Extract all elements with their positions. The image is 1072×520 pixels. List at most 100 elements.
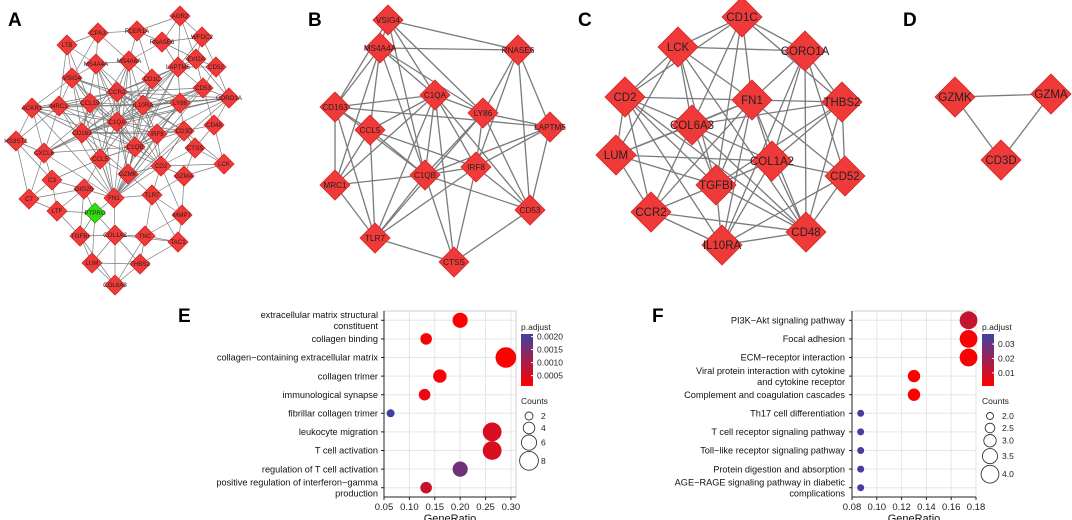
node-a-c1qb[interactable]: C1QB — [124, 136, 146, 158]
node-a-lum[interactable]: LUM — [81, 252, 103, 274]
node-a-mrc1[interactable]: MRC1 — [48, 95, 70, 117]
node-b-tlr7[interactable]: TLR7 — [359, 222, 391, 254]
node-b-rnase6[interactable]: RNASE6 — [502, 34, 535, 66]
dot-f-3[interactable] — [907, 369, 921, 383]
node-c-col6a3[interactable]: COL6A3 — [670, 104, 714, 146]
node-b-c1qb[interactable]: C1QB — [409, 159, 441, 191]
node-a-ly86[interactable]: LY86 — [169, 92, 191, 114]
node-c-coro1a[interactable]: CORO1A — [781, 30, 830, 72]
node-a-c1qa[interactable]: C1QA — [106, 111, 128, 133]
node-a-laptm5[interactable]: LAPTM5 — [166, 56, 191, 78]
node-a-ltb[interactable]: LTB — [56, 34, 78, 56]
node-a-c7[interactable]: C7 — [18, 188, 40, 210]
node-b-ms4a4a[interactable]: MS4A4A — [364, 32, 397, 64]
node-a-cd53[interactable]: CD53 — [192, 77, 214, 99]
node-a-agr2[interactable]: AGR2 — [169, 5, 191, 27]
dot-f-2[interactable] — [959, 348, 978, 367]
node-a-gzmk[interactable]: GZMK — [117, 163, 139, 185]
node-c-col1a2[interactable]: COL1A2 — [750, 140, 794, 182]
node-a-ackr1[interactable]: ACKR1 — [21, 97, 43, 119]
node-c-thbs2[interactable]: THBS2 — [821, 81, 863, 123]
dot-f-1[interactable] — [959, 330, 978, 348]
dot-e-2[interactable] — [495, 347, 517, 368]
node-c-cd48[interactable]: CD48 — [785, 211, 827, 253]
node-b-ctss[interactable]: CTSS — [438, 246, 470, 278]
node-a-coro1a[interactable]: CORO1A — [216, 87, 243, 109]
node-a-ltf[interactable]: LTF — [46, 200, 68, 222]
dot-e-6[interactable] — [482, 422, 502, 442]
dot-e-0[interactable] — [452, 312, 468, 328]
dot-f-5[interactable] — [857, 409, 865, 417]
node-a-tac1[interactable]: TAC1 — [167, 231, 189, 253]
dot-e-4[interactable] — [418, 388, 431, 401]
node-a-ccl19[interactable]: CCL19 — [79, 92, 101, 114]
node-a-tnc[interactable]: TNC — [134, 225, 156, 247]
node-c-ccr2[interactable]: CCR2 — [630, 191, 672, 233]
node-a-fcer1a[interactable]: FCER1A — [125, 20, 150, 42]
dot-f-9[interactable] — [857, 484, 865, 492]
node-a-irf8[interactable]: IRF8 — [146, 123, 168, 145]
node-a-lck[interactable]: LCK — [213, 153, 235, 175]
node-a-mmp7[interactable]: MMP7 — [171, 204, 193, 226]
node-c-tgfbi[interactable]: TGFBI — [695, 164, 737, 206]
dot-f-7[interactable] — [857, 447, 865, 454]
node-a-cd3d[interactable]: CD3D — [173, 120, 195, 142]
node-a-hs3st1[interactable]: HS3ST1 — [4, 130, 28, 152]
node-c-cd52[interactable]: CD52 — [824, 155, 866, 197]
node-b-cd163[interactable]: CD163 — [319, 91, 351, 123]
node-c-lck[interactable]: LCK — [657, 26, 699, 68]
node-a-cd52[interactable]: CD52 — [205, 56, 227, 78]
node-a-cd163[interactable]: CD163 — [71, 122, 93, 144]
node-a-evi2a[interactable]: EVI2A — [185, 48, 207, 70]
node-a-fn1[interactable]: FN1 — [103, 187, 125, 209]
dot-f-8[interactable] — [857, 465, 865, 473]
node-c-fn1[interactable]: FN1 — [731, 79, 773, 121]
node-a-gig25[interactable]: GIG25 — [73, 178, 95, 200]
node-a-rnase6[interactable]: RNASE6 — [150, 31, 175, 53]
node-a-ms4a4a[interactable]: MS4A4A — [84, 53, 109, 75]
dot-f-4[interactable] — [907, 388, 921, 401]
node-a-cd1c[interactable]: CD1C — [141, 68, 163, 90]
node-a-ms4a6a[interactable]: MS4A6A — [117, 50, 142, 72]
node-b-vsig4[interactable]: VSIG4 — [372, 4, 404, 36]
node-a-cxcl6[interactable]: CXCL6 — [33, 142, 55, 164]
node-a-ccl5[interactable]: CCL5 — [89, 148, 111, 170]
node-a-vsig4[interactable]: VSIG4 — [61, 67, 83, 89]
node-a-ccr2[interactable]: CCR2 — [106, 81, 128, 103]
node-b-ccl5[interactable]: CCL5 — [354, 114, 386, 146]
node-a-tgfbi[interactable]: TGFBI — [69, 225, 91, 247]
node-b-mrc1[interactable]: MRC1 — [319, 169, 351, 201]
node-a-col6a3[interactable]: COL6A3 — [103, 274, 127, 296]
node-a-cpa3[interactable]: CPA3 — [87, 22, 109, 44]
node-c-cd1c[interactable]: CD1C — [721, 0, 763, 38]
node-a-il10ra[interactable]: IL10RA — [132, 94, 155, 116]
node-a-cd48[interactable]: CD48 — [203, 114, 225, 136]
node-a-ptpro[interactable]: PTPRO — [84, 202, 106, 224]
dot-e-5[interactable] — [386, 409, 395, 418]
dot-e-9[interactable] — [420, 481, 432, 494]
node-a-tlr7[interactable]: TLR7 — [141, 184, 163, 206]
dot-f-6[interactable] — [857, 428, 865, 436]
node-b-irf8[interactable]: IRF8 — [460, 151, 492, 183]
node-d-cd3d[interactable]: CD3D — [980, 139, 1022, 181]
node-a-gzma[interactable]: GZMA — [173, 165, 195, 187]
node-d-gzma[interactable]: GZMA — [1030, 73, 1072, 115]
dot-e-3[interactable] — [433, 369, 447, 383]
node-b-laptm5[interactable]: LAPTM5 — [534, 111, 566, 143]
dot-e-7[interactable] — [482, 441, 502, 460]
node-b-c1qa[interactable]: C1QA — [419, 79, 451, 111]
node-a-ctss[interactable]: CTSS — [184, 137, 206, 159]
node-d-gzmk[interactable]: GZMK — [934, 76, 976, 118]
node-a-cd2[interactable]: CD2 — [150, 155, 172, 177]
node-c-lum[interactable]: LUM — [595, 134, 637, 176]
dot-e-8[interactable] — [452, 461, 468, 477]
node-a-col1a2[interactable]: COL1A2 — [103, 224, 127, 246]
node-b-ly86[interactable]: LY86 — [467, 97, 499, 129]
dot-e-1[interactable] — [420, 333, 432, 345]
node-b-cd53[interactable]: CD53 — [514, 194, 546, 226]
node-c-il10ra[interactable]: IL10RA — [701, 224, 743, 266]
node-a-thbs2[interactable]: THBS2 — [129, 253, 151, 275]
node-a-wfdc2[interactable]: WFDC2 — [191, 26, 214, 48]
node-c-cd2[interactable]: CD2 — [604, 76, 646, 118]
node-a-c3[interactable]: C3 — [41, 169, 63, 191]
